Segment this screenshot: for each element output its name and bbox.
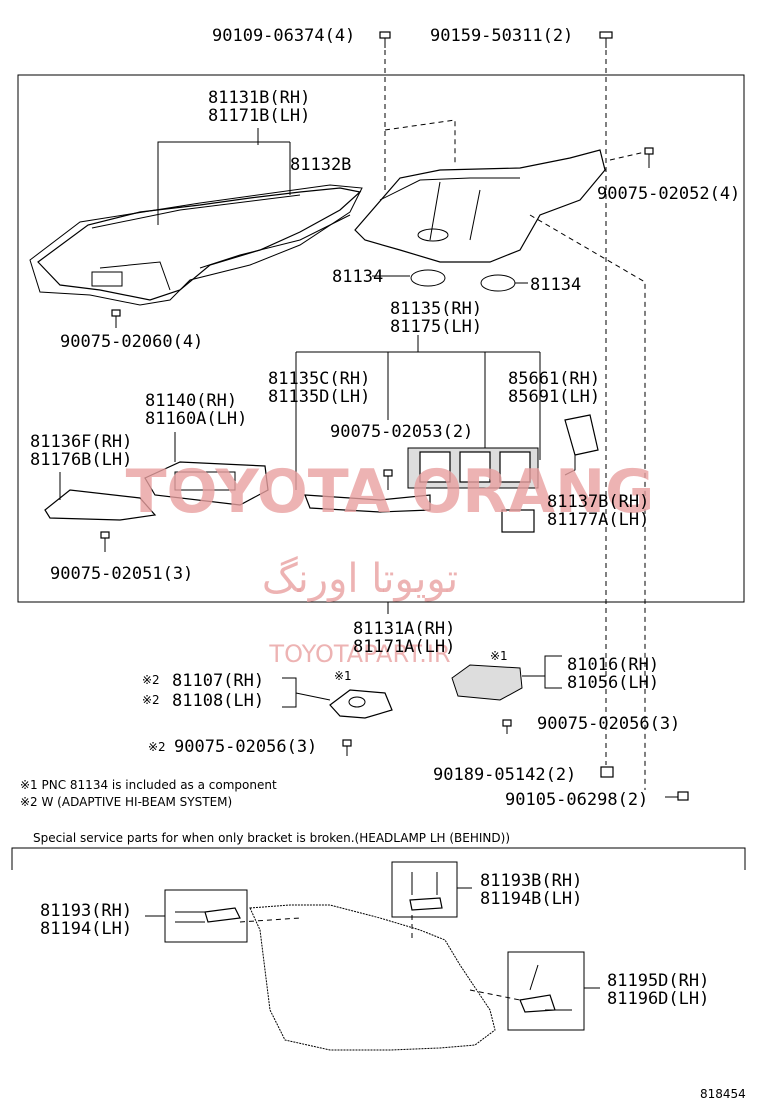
- label-rep-a-lh: 81194(LH): [40, 919, 132, 939]
- label-screw-lens: 90075-02060(4): [60, 332, 203, 352]
- bolt-icon-left: [379, 31, 391, 48]
- mark2-screw: ※2: [148, 740, 166, 754]
- headlamp-housing-drawing: [354, 149, 606, 263]
- label-sub-d-lh: 81135D(LH): [268, 387, 370, 407]
- mark2-ahb-lh: ※2: [142, 693, 160, 707]
- label-blk-lh: 81056(LH): [567, 673, 659, 693]
- label-ring-right: 81134: [530, 275, 581, 295]
- mark1-block: ※1: [490, 649, 508, 663]
- watermark-line1: TOYOTA ORANG: [126, 457, 655, 527]
- label-screw-mid: 90075-02053(2): [330, 422, 473, 442]
- label-unit-rh: 81135(RH): [390, 299, 482, 319]
- screw-icon-block: [502, 719, 512, 734]
- box-c: [507, 951, 585, 1031]
- screw-icon-ahb: [342, 739, 352, 756]
- label-sub-c-rh: 81135C(RH): [268, 369, 370, 389]
- label-assy-lh: 81171A(LH): [353, 637, 455, 657]
- bottom-frame: [11, 847, 746, 870]
- bolt-icon-bottom-right: [665, 791, 689, 801]
- screw-icon-bottom-left: [100, 531, 110, 552]
- ring-icon-left: [410, 269, 446, 287]
- repair-bracket-b: [409, 872, 443, 911]
- ring-icon-right: [480, 274, 516, 292]
- label-gasket: 81132B: [290, 155, 351, 175]
- screw-icon-mid: [383, 469, 393, 490]
- label-blk-rh: 81016(RH): [567, 655, 659, 675]
- label-brk-rh: 81136F(RH): [30, 432, 132, 452]
- housing-outline-drawing: [249, 904, 496, 1051]
- diagram-id: 818454: [700, 1087, 746, 1101]
- label-ext-rh: 81140(RH): [145, 391, 237, 411]
- headlamp-lens-drawing: [37, 187, 362, 301]
- label-ahb-lh: 81108(LH): [172, 691, 264, 711]
- repair-bracket-c: [519, 964, 572, 1013]
- label-bolt-top-left: 90109-06374(4): [212, 26, 355, 46]
- label-mod-lh: 81177A(LH): [547, 510, 649, 530]
- watermark-line3: TOYOTAPART.IR: [268, 640, 450, 668]
- label-screw-ahb: 90075-02056(3): [174, 737, 317, 757]
- label-rep-c-lh: 81196D(LH): [607, 989, 709, 1009]
- label-nut: 90189-05142(2): [433, 765, 576, 785]
- nut-icon: [600, 766, 614, 778]
- label-ahb-rh: 81107(RH): [172, 671, 264, 691]
- note-2: ※2 W (ADAPTIVE HI-BEAM SYSTEM): [20, 795, 232, 809]
- projector-unit-drawing: [407, 447, 539, 489]
- label-rep-a-rh: 81193(RH): [40, 901, 132, 921]
- labels: 90109-06374(4) 90159-50311(2) 81131B(RH)…: [20, 26, 746, 1101]
- label-ring-left: 81134: [332, 267, 383, 287]
- label-lens-rh: 81131B(RH): [208, 88, 310, 108]
- light-block-drawing: [451, 664, 523, 701]
- special-title: Special service parts for when only brac…: [33, 831, 510, 845]
- screw-icon-lens: [111, 309, 121, 328]
- bracket-drawing: [44, 489, 157, 521]
- label-brk-lh: 81176B(LH): [30, 450, 132, 470]
- label-unit-lh: 81175(LH): [390, 317, 482, 337]
- label-lens-lh: 81171B(LH): [208, 106, 310, 126]
- ahb-module-drawing: [329, 689, 393, 719]
- bolt-icon-right: [599, 31, 613, 48]
- label-ext-lh: 81160A(LH): [145, 409, 247, 429]
- label-rep-b-lh: 81194B(LH): [480, 889, 582, 909]
- subbeam-drawing: [304, 494, 431, 513]
- label-screw-right: 90075-02052(4): [597, 184, 740, 204]
- extension-drawing: [144, 461, 269, 506]
- wiring-connector-drawing: [564, 414, 599, 476]
- label-screw-bl: 90075-02051(3): [50, 564, 193, 584]
- label-screw-blk: 90075-02056(3): [537, 714, 680, 734]
- label-ecu-lh: 85691(LH): [508, 387, 600, 407]
- gasket-drawing: [29, 184, 363, 306]
- label-rep-c-rh: 81195D(RH): [607, 971, 709, 991]
- main-frame: [17, 74, 745, 603]
- note-1: ※1 PNC 81134 is included as a component: [20, 778, 277, 792]
- label-ecu-rh: 85661(RH): [508, 369, 600, 389]
- screw-icon-right: [609, 147, 654, 168]
- watermark-line2: تویوتا اورنگ: [262, 556, 458, 602]
- box-b: [391, 861, 458, 918]
- mark2-ahb-rh: ※2: [142, 673, 160, 687]
- label-mod-rh: 81137B(RH): [547, 492, 649, 512]
- label-bolt-top-right: 90159-50311(2): [430, 26, 573, 46]
- ecu-module-drawing: [501, 509, 535, 533]
- mark1-ahb: ※1: [334, 669, 352, 683]
- label-bolt-br: 90105-06298(2): [505, 790, 648, 810]
- label-rep-b-rh: 81193B(RH): [480, 871, 582, 891]
- repair-bracket-a: [175, 907, 241, 923]
- label-assy-rh: 81131A(RH): [353, 619, 455, 639]
